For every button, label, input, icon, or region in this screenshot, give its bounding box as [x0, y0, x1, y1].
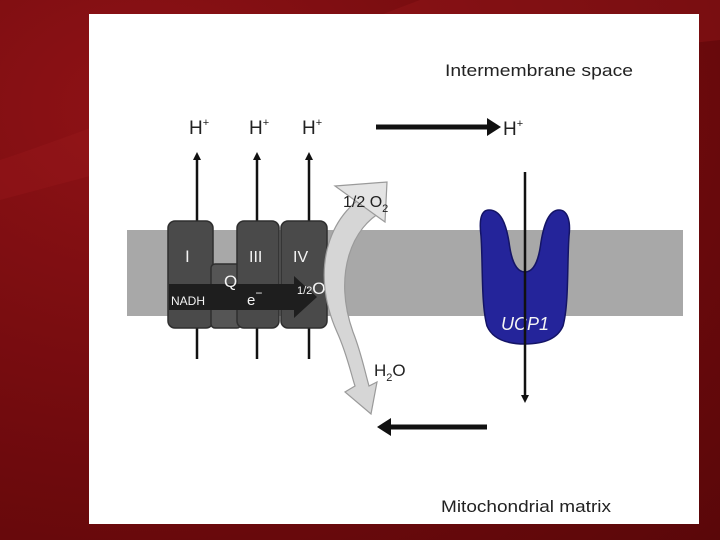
oxygen-entry-arrowhead: [333, 181, 388, 224]
complex-iv-label: IV: [293, 249, 308, 266]
complex-iii: [236, 220, 280, 329]
electron-transport-diagram: Intermembrane space H+ H+ H+ H+: [127, 61, 683, 516]
proton-label-complex-i: H+: [189, 117, 209, 139]
proton-return-arrowhead-bottom: [377, 418, 391, 436]
complex-iii-label: III: [249, 249, 262, 266]
oxygen-to-water-arrow: [323, 188, 386, 416]
complex-iv: [280, 220, 328, 329]
half-oxygen-top-label: 1/2 O2: [343, 194, 388, 215]
proton-label-ucp1-top: H+: [503, 118, 523, 140]
electron-label: e−: [247, 286, 262, 309]
complex-i-label: I: [185, 247, 190, 266]
water-label: H2O: [374, 361, 406, 384]
diagram-panel: Intermembrane space H+ H+ H+ H+: [89, 14, 699, 524]
proton-label-complex-iii: H+: [249, 117, 269, 139]
intermembrane-space-label: Intermembrane space: [445, 61, 633, 80]
proton-transfer-arrowhead-top: [487, 118, 501, 136]
complex-i: [167, 220, 214, 329]
proton-label-complex-iv: H+: [302, 117, 322, 139]
nadh-label: NADH: [171, 294, 205, 308]
mitochondrial-matrix-label: Mitochondrial matrix: [441, 497, 612, 516]
electron-flow-arrow: [169, 276, 317, 318]
q-label: Q: [224, 272, 237, 291]
